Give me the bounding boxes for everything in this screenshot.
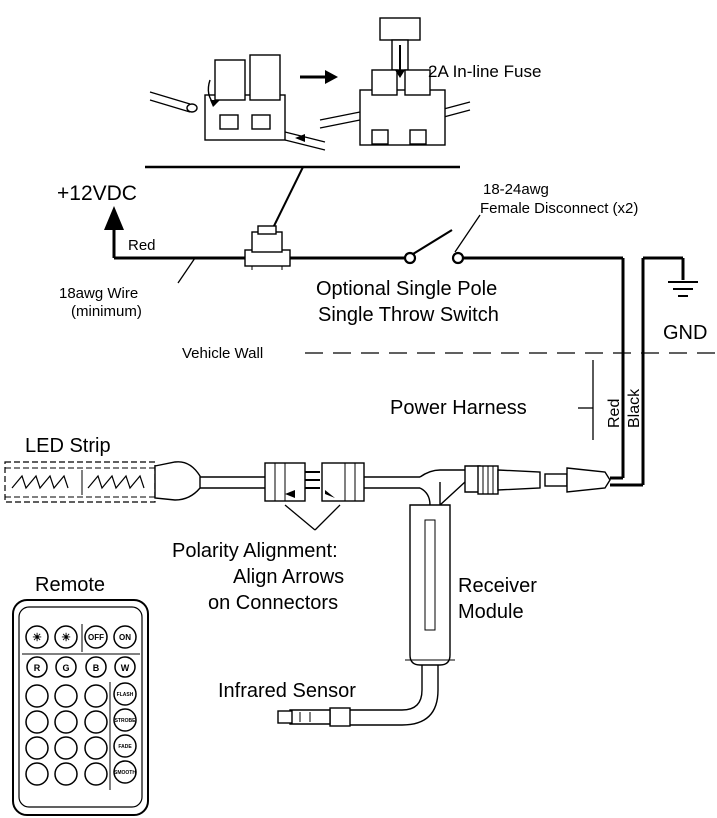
led-strip-label: LED Strip (25, 435, 111, 457)
remote-bright-up-button: ☀ (61, 632, 71, 644)
disconnect-gauge-label: 18-24awg (483, 181, 549, 198)
remote-blue-button: B (93, 663, 100, 673)
led-strip-illustration (4, 461, 156, 503)
remote-strobe-button: STROBE (115, 718, 137, 724)
remote-flash-button: FLASH (117, 692, 134, 698)
dc-jack-icon (477, 465, 541, 495)
fuse-label: 2A In-line Fuse (428, 62, 541, 81)
vehicle-wall-label: Vehicle Wall (182, 345, 263, 362)
harness-black-label: Black (626, 388, 643, 428)
polarity-label-line1: Polarity Alignment: (172, 540, 338, 562)
remote-illustration: ☀ ☀ OFF ON R G B W FLASH STROBE FADE SMO… (12, 599, 149, 816)
voltage-label: +12VDC (57, 182, 137, 205)
remote-smooth-button: SMOOTH (114, 770, 136, 776)
remote-fade-button: FADE (118, 744, 132, 750)
fuse-holder-closed-illustration (319, 17, 471, 146)
switch-label-line2: Single Throw Switch (318, 304, 499, 326)
up-arrow-icon (104, 206, 124, 230)
receiver-label-line1: Receiver (458, 575, 537, 597)
remote-off-button: OFF (88, 633, 104, 642)
ground-icon (668, 281, 698, 297)
switch-label-line1: Optional Single Pole (316, 278, 497, 300)
dc-plug-icon (544, 467, 611, 493)
fuse-holder-open-illustration (149, 54, 326, 151)
right-arrow-icon (300, 70, 338, 84)
wire-gauge-label: 18awg Wire (59, 285, 138, 302)
wire-gauge-note: (minimum) (71, 303, 142, 320)
connector-left-icon (264, 462, 320, 502)
power-harness-label: Power Harness (390, 397, 527, 419)
remote-white-button: W (121, 663, 130, 673)
polarity-label-line3: on Connectors (208, 592, 338, 614)
remote-green-button: G (62, 663, 69, 673)
remote-color-grid (25, 684, 108, 786)
switch-icon (403, 229, 465, 265)
remote-red-button: R (34, 663, 41, 673)
receiver-label-line2: Module (458, 601, 524, 623)
remote-bright-down-button: ☀ (32, 632, 42, 644)
infrared-sensor-icon (277, 707, 351, 727)
inline-fuse-icon (244, 225, 291, 270)
ground-label: GND (663, 322, 707, 344)
remote-label: Remote (35, 574, 105, 596)
receiver-module-illustration (405, 504, 455, 666)
red-wire-label: Red (128, 237, 156, 254)
harness-red-label: Red (606, 399, 623, 428)
disconnect-label: Female Disconnect (x2) (480, 200, 638, 217)
polarity-label-line2: Align Arrows (233, 566, 344, 588)
remote-on-button: ON (119, 633, 131, 642)
infrared-sensor-label: Infrared Sensor (218, 680, 356, 702)
connector-right-icon (321, 462, 365, 502)
